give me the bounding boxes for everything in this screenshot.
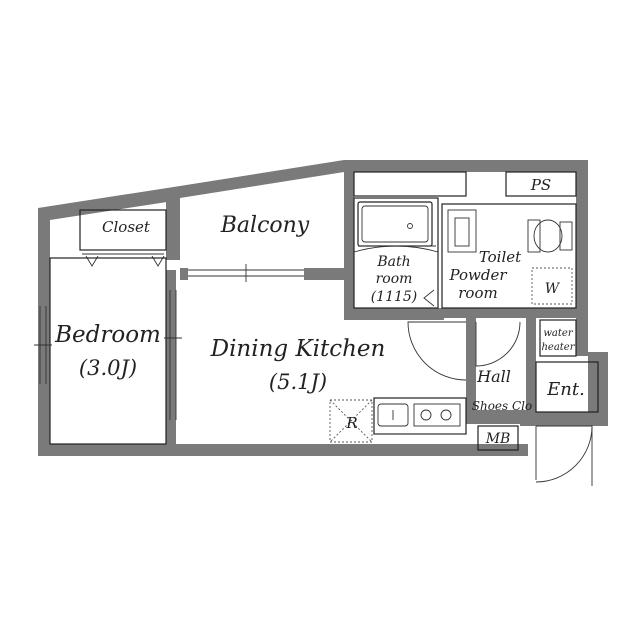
bathroom-label-2: room — [376, 271, 413, 287]
shoes-closet-label: Shoes Clo — [472, 399, 533, 413]
bathroom-label-1: Bath — [376, 254, 410, 270]
dining-kitchen-size: (5.1J) — [269, 370, 327, 394]
door-dk — [407, 321, 467, 381]
bedroom-size: (3.0J) — [79, 356, 137, 380]
stove-icon — [413, 403, 461, 427]
balcony-label: Balcony — [220, 213, 310, 238]
ps-box — [505, 171, 577, 197]
refrigerator-label: R — [345, 414, 357, 432]
ps-label: PS — [530, 176, 551, 194]
sink-icon — [377, 403, 409, 427]
water-heater-box — [539, 319, 577, 357]
washbasin-icon — [447, 209, 477, 253]
walls — [38, 160, 608, 456]
refrigerator-space — [329, 399, 373, 443]
closet-label: Closet — [102, 218, 151, 236]
bathroom-label-3: (1115) — [371, 289, 418, 305]
storage-shelf — [353, 171, 467, 197]
door-entrance — [535, 425, 593, 483]
door-toilet — [475, 321, 521, 367]
water-heater-label-2: heater — [541, 342, 575, 353]
toilet-label-3: room — [458, 284, 497, 302]
toilet-label-1: Toilet — [479, 248, 522, 266]
mb-box — [477, 425, 519, 451]
dining-kitchen-label: Dining Kitchen — [210, 336, 386, 362]
washer-space — [531, 267, 573, 305]
bathtub-icon — [357, 201, 433, 247]
bedroom-outline — [49, 257, 167, 445]
bathroom-outline — [353, 197, 439, 309]
closet-outline — [79, 209, 167, 251]
water-heater-label-1: water — [543, 328, 573, 339]
toilet-label-2: Powder — [448, 266, 507, 284]
hall-label: Hall — [476, 367, 511, 386]
entrance-outline — [535, 361, 599, 413]
toilet-outline — [441, 203, 577, 309]
bedroom-label: Bedroom — [54, 322, 161, 348]
entrance-label: Ent. — [546, 379, 585, 400]
kitchen-counter — [373, 397, 467, 435]
washer-label: W — [545, 281, 561, 297]
mb-label: MB — [485, 431, 511, 447]
toilet-icon — [533, 219, 563, 253]
